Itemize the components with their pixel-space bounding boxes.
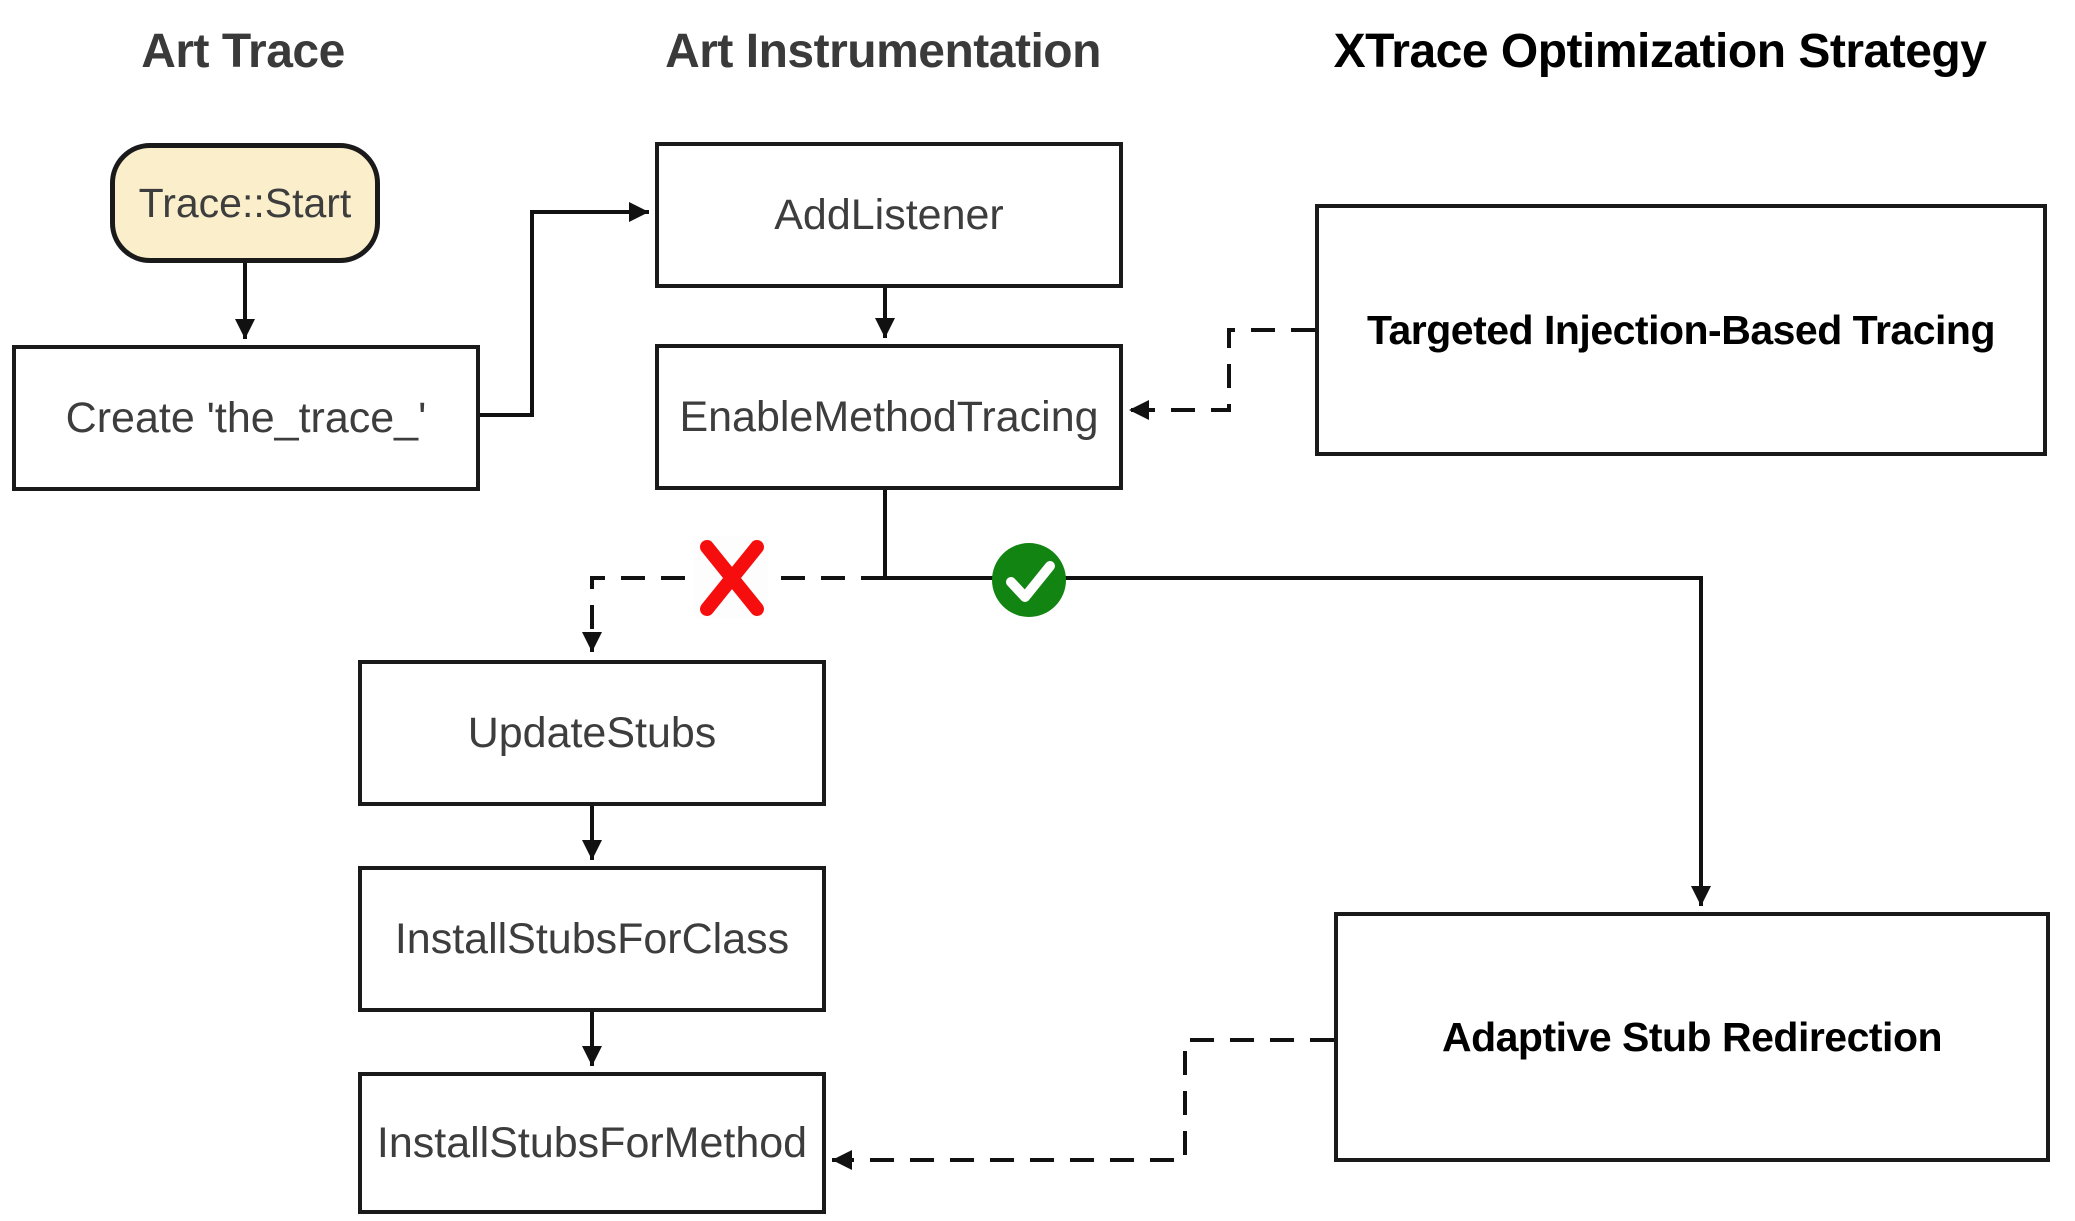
column-heading-art-trace: Art Trace	[141, 25, 345, 78]
node-install-stubs-for-class: InstallStubsForClass	[358, 866, 826, 1012]
column-heading-xtrace-optimization-strategy: XTrace Optimization Strategy	[1333, 25, 1987, 78]
success-check-icon	[992, 543, 1066, 617]
column-heading-art-instrumentation: Art Instrumentation	[665, 25, 1101, 78]
edge-adaptivestub-to-installstubsformethod	[832, 1038, 1334, 1170]
failure-x-icon	[694, 536, 768, 618]
node-targeted-injection-based-tracing: Targeted Injection-Based Tracing	[1315, 204, 2047, 456]
edge-enablemethodtracing-to-adaptivestub	[885, 576, 1711, 906]
node-update-stubs: UpdateStubs	[358, 660, 826, 806]
node-enable-method-tracing: EnableMethodTracing	[655, 344, 1123, 490]
edge-enablemethodtracing-to-updatestubs	[582, 576, 885, 652]
node-install-stubs-for-method: InstallStubsForMethod	[358, 1072, 826, 1214]
node-create-trace: Create 'the_trace_'	[12, 345, 480, 491]
node-trace-start: Trace::Start	[110, 143, 380, 263]
node-adaptive-stub-redirection: Adaptive Stub Redirection	[1334, 912, 2050, 1162]
edge-createtrace-to-addlistener	[480, 202, 649, 417]
node-add-listener: AddListener	[655, 142, 1123, 288]
edge-targetedinjection-to-enablemethodtracing	[1129, 328, 1315, 420]
